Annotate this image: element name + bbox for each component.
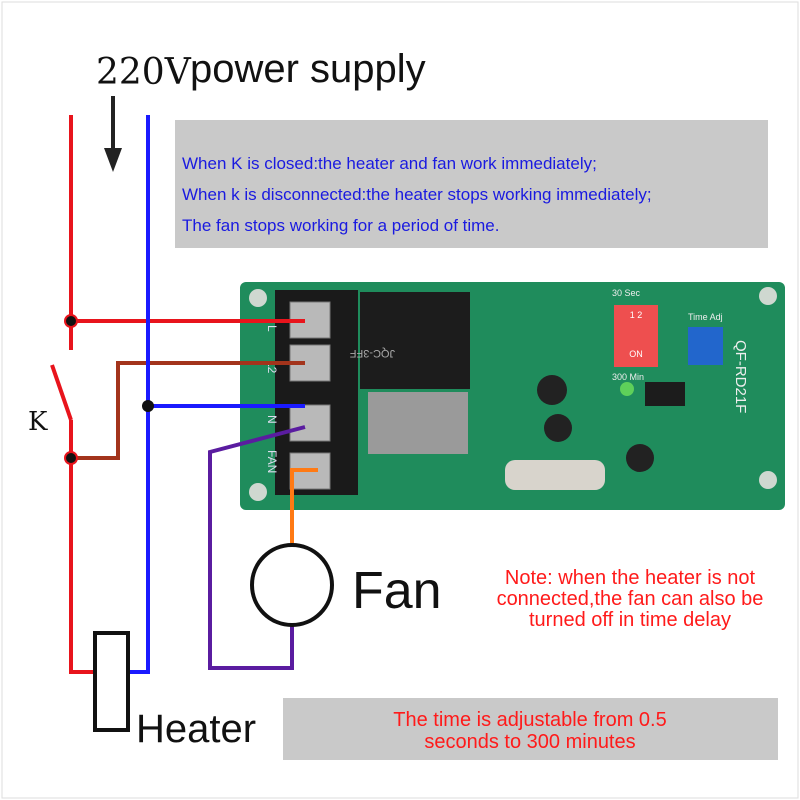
power-supply-label: power supply xyxy=(190,47,426,91)
live-wire-lower xyxy=(69,420,96,674)
relay-board: L L2 N FAN JQC-3FF ON 1 2 30 Sec 300 Min… xyxy=(240,282,785,510)
fan-neutral-wire xyxy=(208,425,306,670)
wires xyxy=(50,115,318,674)
note-line: connected,the fan can also be xyxy=(497,588,764,610)
resistor-block xyxy=(368,392,468,454)
svg-text:Time Adj: Time Adj xyxy=(688,312,723,322)
svg-text:ON: ON xyxy=(629,349,643,359)
relay xyxy=(360,292,470,389)
note-line: turned off in time delay xyxy=(529,609,731,631)
voltage-label: 220V xyxy=(96,52,192,93)
dip-switch xyxy=(614,305,658,367)
note: Note: when the heater is not connected,t… xyxy=(497,567,764,631)
info-box: When K is closed:the heater and fan work… xyxy=(175,120,768,248)
neutral-wire xyxy=(127,115,150,674)
junction-dot xyxy=(64,451,78,465)
heater-icon xyxy=(93,631,130,732)
terminal-label: FAN xyxy=(265,450,279,473)
svg-text:1 2: 1 2 xyxy=(630,310,643,320)
terminal-label: L xyxy=(265,325,279,332)
fan-label: Fan xyxy=(352,562,442,620)
power-resistor xyxy=(505,460,605,490)
switched-to-L2 xyxy=(71,361,305,460)
switch-label: K xyxy=(28,407,48,437)
junction-dot xyxy=(64,314,78,328)
svg-text:30 Sec: 30 Sec xyxy=(612,288,641,298)
board-model: QF-RD21F xyxy=(732,340,749,413)
fan-icon xyxy=(250,543,334,627)
fan-live-wire xyxy=(290,468,318,545)
junction-dot xyxy=(142,400,154,412)
potentiometer xyxy=(688,327,723,365)
terminal-label: N xyxy=(265,415,279,424)
info-line: The fan stops working for a period of ti… xyxy=(182,216,500,235)
relay-label: JQC-3FF xyxy=(350,347,396,359)
time-line: seconds to 300 minutes xyxy=(424,731,635,753)
switch-k xyxy=(50,364,73,421)
arrow-down-icon xyxy=(104,96,122,172)
note-line: Note: when the heater is not xyxy=(505,567,756,589)
info-line: When k is disconnected:the heater stops … xyxy=(182,185,652,204)
time-box: The time is adjustable from 0.5 seconds … xyxy=(283,698,778,760)
heater-label: Heater xyxy=(136,707,256,751)
time-line: The time is adjustable from 0.5 xyxy=(393,709,666,731)
svg-text:300 Min: 300 Min xyxy=(612,372,644,382)
info-line: When K is closed:the heater and fan work… xyxy=(182,154,597,173)
